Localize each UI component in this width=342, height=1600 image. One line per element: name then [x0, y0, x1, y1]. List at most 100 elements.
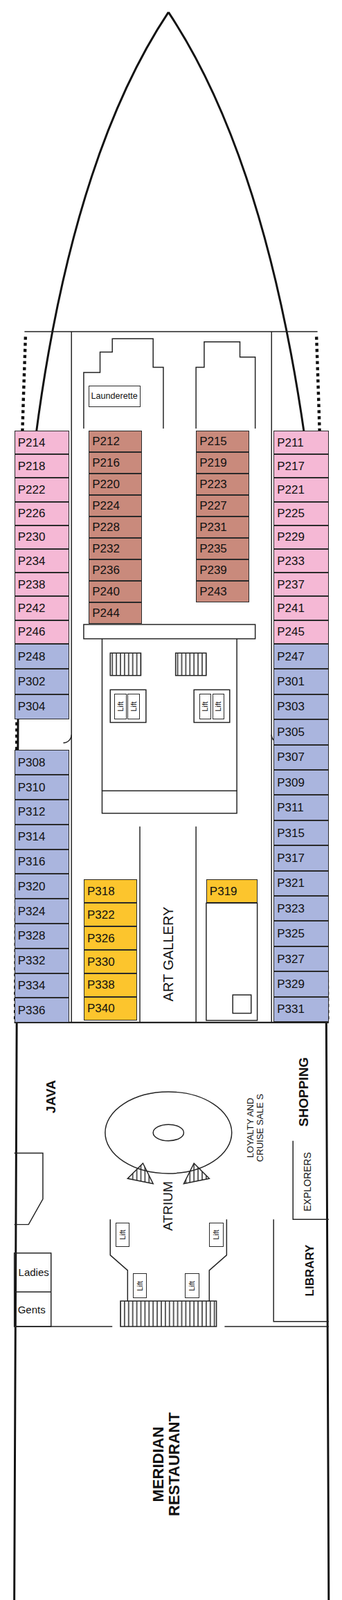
lift-label: Lift: [212, 1229, 221, 1240]
cabin-box: P315: [273, 820, 329, 846]
room-number: P303: [276, 700, 305, 713]
cabin-box: P220: [88, 473, 142, 495]
room-number: P332: [18, 954, 46, 967]
cabin-box: P237: [273, 572, 329, 597]
room-number: P305: [276, 726, 305, 738]
cabin-box: P212: [88, 430, 142, 453]
room-number: P327: [276, 953, 305, 966]
room-number: P220: [92, 478, 120, 491]
room-number: P228: [92, 521, 120, 534]
room-number: P229: [276, 531, 305, 543]
cabin-box: P217: [273, 454, 329, 478]
cabin-box: P309: [273, 769, 329, 795]
room-number: P224: [92, 499, 120, 512]
cabin-box: P227: [195, 495, 250, 517]
room-number: P238: [18, 578, 46, 591]
cabin-box: P330: [83, 949, 138, 974]
room-number: P322: [87, 909, 115, 921]
room-number: P223: [199, 478, 228, 491]
cabin-box: P231: [195, 516, 250, 538]
room-number: P227: [199, 499, 228, 512]
cabin-box: P323: [273, 895, 329, 921]
cabin-box: P215: [195, 430, 250, 453]
room-number: P231: [199, 521, 228, 534]
room-number: P323: [276, 902, 305, 915]
cabin-box: P229: [273, 525, 329, 549]
room-number: P243: [199, 585, 228, 598]
cabin-box: P336: [14, 997, 70, 1023]
cabin-box: P226: [14, 501, 70, 526]
cabin-box: P308: [14, 749, 70, 775]
room-number: P248: [18, 650, 46, 663]
room-number: P315: [276, 827, 305, 840]
cabin-box: P302: [14, 668, 70, 694]
lift-label: Lift: [201, 701, 210, 712]
cabin-box: P236: [88, 559, 142, 581]
room-number: P215: [199, 435, 228, 448]
cabin-box: P325: [273, 920, 329, 946]
lift-box: Lift: [114, 693, 127, 720]
area-label: LIBRARY: [303, 1244, 317, 1296]
room-number: P314: [18, 830, 46, 843]
room-number: P308: [18, 756, 46, 769]
lift-box: Lift: [132, 1273, 148, 1298]
room-number: P216: [92, 456, 120, 469]
cabin-box: P232: [88, 537, 142, 560]
lift-label: Lift: [117, 701, 125, 712]
room-number: P219: [199, 456, 228, 469]
cabin-box: P233: [273, 549, 329, 573]
room-number: P312: [18, 805, 46, 818]
room-number: P326: [87, 932, 115, 945]
lift-label: Lift: [136, 1280, 144, 1292]
room-number: P218: [18, 460, 46, 473]
room-number: P240: [92, 585, 120, 598]
cabin-box: P240: [88, 580, 142, 603]
cabin-box: P322: [83, 902, 138, 927]
lift-box: Lift: [127, 693, 140, 720]
cabin-box: P321: [273, 870, 329, 896]
room-number: P340: [87, 1002, 115, 1015]
room-number: P246: [18, 625, 46, 638]
cabin-box: P211: [273, 430, 329, 455]
cabin-box: P230: [14, 525, 70, 549]
room-number: P302: [18, 675, 46, 688]
restroom-label: Ladies: [18, 1266, 50, 1278]
room-number: P330: [87, 956, 115, 968]
area-label: LOYALTY AND CRUISE SALE S: [245, 1084, 265, 1171]
cabin-box: P331: [273, 996, 329, 1022]
room-number: P316: [18, 855, 46, 868]
cabin-box: P239: [195, 559, 250, 581]
cabin-box: P320: [14, 873, 70, 899]
lift-box: Lift: [115, 1222, 131, 1247]
room-number: P230: [18, 531, 46, 543]
cabin-box: P241: [273, 596, 329, 620]
room-number: P221: [276, 483, 305, 496]
restroom-label: Gents: [18, 1305, 46, 1317]
cabin-box: P329: [273, 971, 329, 997]
cabin-box: P243: [195, 580, 250, 603]
lift-box: Lift: [212, 693, 225, 720]
cabin-box: P247: [273, 643, 329, 669]
cabin-box: P305: [273, 719, 329, 745]
room-number: P331: [276, 1003, 305, 1015]
cabin-box: P317: [273, 845, 329, 871]
cabin-box: P311: [273, 794, 329, 820]
cabin-box: P216: [88, 452, 142, 474]
cabin-box: P310: [14, 774, 70, 800]
room-number: P319: [209, 885, 238, 898]
room-number: P338: [87, 978, 115, 991]
cabin-box: P326: [83, 926, 138, 950]
hull: [14, 12, 329, 1600]
room-number: P310: [18, 781, 46, 794]
cabin-box: P301: [273, 668, 329, 694]
cabin-box: P318: [83, 879, 138, 903]
room-number: P334: [18, 979, 46, 992]
room-number: P304: [18, 700, 46, 713]
lift-label: Lift: [118, 1229, 126, 1240]
room-number: P309: [276, 776, 305, 789]
room-number: P241: [276, 602, 305, 615]
room-number: P311: [276, 801, 304, 814]
cabin-box: P340: [83, 996, 138, 1021]
lift-box: Lift: [184, 1273, 200, 1298]
